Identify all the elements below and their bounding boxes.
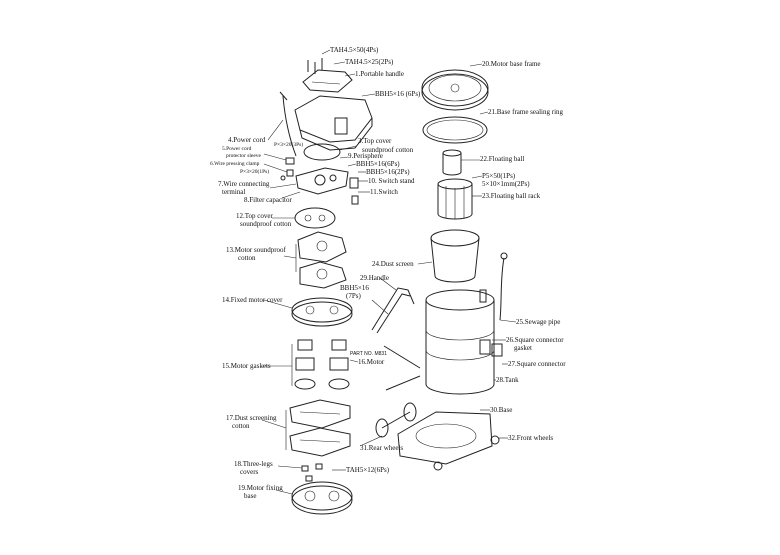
label-dust-screen: 24.Dust screen: [372, 260, 414, 268]
label-tah5x12: TAH5×12(6Ps): [346, 466, 390, 474]
label-bbh5x16-7ps: BBH5×16: [340, 284, 369, 292]
label-square-connector: 27.Square connector: [508, 360, 566, 368]
label-three-legs-covers: 18.Three-legs: [234, 460, 273, 468]
wire-clamps: [280, 157, 295, 181]
label-base-frame-sealing-ring: 21.Base frame sealing ring: [488, 108, 564, 116]
sewage-pipe: [479, 252, 508, 321]
label-bbh5x16-6ps: BBH5×16 (6Ps): [375, 90, 421, 98]
label-px3x20-1ps: P×3×20(1Ps): [240, 169, 270, 175]
label-bbh5x16-7ps-2: (7Ps): [346, 292, 361, 300]
label-top-cover-cotton-12-2: soundproof cotton: [240, 220, 292, 228]
label-square-connector-gasket-2: gasket: [514, 344, 532, 352]
label-wire-connecting-terminal-2: terminal: [222, 188, 246, 196]
tank: [425, 289, 495, 395]
label-wire-pressing-clamp: 6.Wire pressing clamp: [210, 161, 260, 167]
label-fixed-motor-cover: 14.Fixed motor cover: [222, 296, 283, 304]
label-screws-tah4-5x50: TAH4.5×50(4Ps): [330, 46, 379, 54]
portable-handle: [302, 69, 353, 93]
label-motor-soundproof-cotton-2: cotton: [238, 254, 256, 262]
label-switch-stand: 10. Switch stand: [368, 177, 415, 185]
label-power-cord-sleeve-2: protector sleeve: [226, 153, 261, 159]
three-legs-covers: [301, 463, 323, 482]
label-motor-fixing-base: 19.Motor fixing: [238, 484, 283, 492]
label-motor-gaskets: 15.Motor gaskets: [222, 362, 271, 370]
label-bbh5x16-2ps: BBH5×16(2Ps): [366, 168, 410, 176]
label-px3x20-3ps: P×3×20(3Ps): [274, 142, 304, 148]
base: [397, 411, 500, 471]
label-washer-5x10x1: 5×10×1mm(2Ps): [482, 180, 530, 188]
label-floating-ball: 22.Floating ball: [480, 155, 525, 163]
label-wire-connecting-terminal: 7.Wire connecting: [218, 180, 270, 188]
switch-stand-assembly: [295, 167, 359, 205]
label-bbh5x16-6ps-b: BBH5×16(6Ps): [356, 160, 400, 168]
label-top-cover: 3.Top cover: [358, 137, 392, 145]
label-sewage-pipe: 25.Sewage pipe: [516, 318, 561, 326]
top-cover-soundproof-cotton: [303, 143, 341, 161]
top-cover-housing: [294, 95, 373, 151]
label-motor-soundproof-cotton: 13.Motor soundproof: [226, 246, 286, 254]
top-screws: [307, 58, 323, 74]
label-p5x50: P5×50(1Ps): [482, 172, 516, 180]
motor-base-frame: [421, 69, 489, 111]
square-connectors: [479, 339, 503, 357]
label-motor-base-frame: 20.Motor base frame: [482, 60, 541, 68]
fixed-motor-cover: [291, 297, 353, 327]
label-filter-capacitor: 8.Filter capacitor: [244, 196, 292, 204]
label-square-connector-gasket: 26.Square connector: [506, 336, 564, 344]
label-handle: 29.Handle: [360, 274, 389, 282]
motors: [291, 339, 350, 390]
base-frame-sealing-ring: [422, 116, 488, 144]
label-power-cord-sleeve: 5.Power cord: [222, 146, 252, 152]
label-top-cover-cotton-12: 12.Top cover: [236, 212, 273, 220]
label-rear-wheels: 31.Rear wheels: [360, 444, 404, 452]
label-base: 30.Base: [490, 406, 513, 414]
motor-soundproof-cotton: [295, 231, 347, 289]
label-motor: 16.Motor: [358, 358, 385, 366]
label-dust-screening-cotton: 17.Dust screening: [226, 414, 277, 422]
label-part-number: PART NO. M831: [350, 351, 387, 357]
label-screws-tah4-5x25: TAH4.5×25(2Ps): [345, 58, 394, 66]
label-top-cover-2: soundproof cotton: [362, 146, 414, 154]
label-perisphere: 9.Perisphere: [348, 152, 383, 160]
label-switch: 11.Switch: [370, 188, 398, 196]
label-power-cord: 4.Power cord: [228, 136, 266, 144]
label-dust-screening-cotton-2: cotton: [232, 422, 250, 430]
label-portable-handle: 1.Portable handle: [355, 70, 404, 78]
dust-screen: [430, 229, 480, 283]
rear-wheels: [375, 375, 421, 438]
power-cord: [279, 91, 297, 157]
leader-lines: [261, 49, 517, 495]
floating-ball: [442, 149, 462, 176]
label-floating-ball-rack: 23.Floating ball rack: [482, 192, 541, 200]
tank-handle: [371, 287, 421, 369]
label-three-legs-covers-2: covers: [240, 468, 259, 476]
label-motor-fixing-base-2: base: [244, 492, 257, 500]
motor-fixing-base: [291, 481, 353, 515]
label-tank: 28.Tank: [496, 376, 519, 384]
floating-ball-rack: [437, 178, 473, 220]
soundproof-cotton-12: [294, 207, 336, 229]
label-front-wheels: 32.Front wheels: [508, 434, 554, 442]
dust-screening-cotton: [285, 399, 351, 457]
